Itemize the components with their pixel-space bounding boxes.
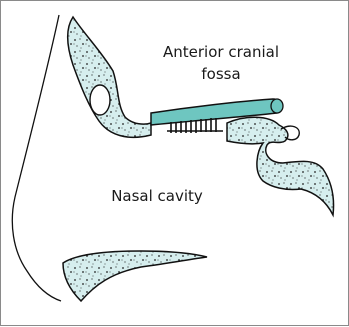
hard-palate [63,251,207,301]
label-anterior-cranial-fossa-line2: fossa [146,63,296,85]
label-nasal-cavity: Nasal cavity [97,187,217,205]
label-anterior-cranial-fossa: Anterior cranial fossa [146,41,296,85]
nose-profile-outline [12,15,61,301]
frontal-sinus [90,85,110,115]
sphenoid-bone [227,117,334,215]
cribriform-plate-end [271,99,283,113]
frontal-nasal-bone [68,17,151,137]
label-anterior-cranial-fossa-line1: Anterior cranial [146,41,296,63]
